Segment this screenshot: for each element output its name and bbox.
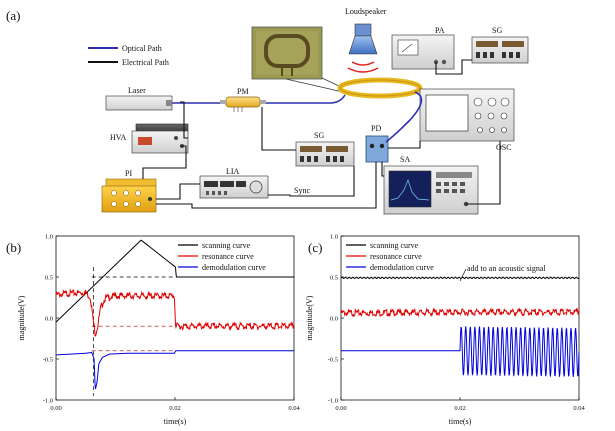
lock-in-amplifier: LIA	[199, 167, 269, 199]
acoustic-annotation: add to an acoustic signal	[467, 264, 546, 273]
ytick-label: 0.0	[45, 316, 53, 323]
series-line-demodulation-curve	[55, 350, 294, 390]
loudspeaker-label: Loudspeaker	[345, 7, 387, 16]
legend-c-resonance: resonance curve	[370, 252, 422, 261]
chart-c-series	[340, 276, 580, 378]
sync-label: Sync	[294, 186, 310, 195]
optical-path-label: Optical Path	[122, 44, 162, 53]
chart-b-xlabel: time(s)	[164, 417, 187, 426]
pi-lia-wire	[156, 183, 200, 200]
sg-mid-label: SG	[314, 131, 324, 140]
ytick-label: 0.5	[45, 275, 53, 282]
chart-b-reference-lines	[91, 267, 175, 396]
loudspeaker: Loudspeaker	[345, 7, 387, 73]
setup-diagram: (a) Optical Path Electrical Path Loudspe…	[6, 7, 529, 215]
pm-to-coil-fiber	[266, 94, 346, 104]
pd-sa-wire	[381, 162, 384, 177]
osc-label: OSC	[496, 143, 512, 152]
pd-osc-wire	[388, 141, 421, 149]
chart-b: (b) 1.0 0.5 0.0 -0.5 -1.00.00 0.02 0.04 scanni…	[6, 234, 300, 427]
xtick-label: 0.02	[454, 405, 465, 412]
ytick-label: 1.0	[330, 234, 338, 241]
power-amplifier: PA	[391, 26, 455, 70]
electrical-paths	[142, 59, 501, 209]
sg-top-label: SG	[492, 26, 502, 35]
chart-c-xlabel: time(s)	[449, 417, 472, 426]
panel-label-c: (c)	[308, 240, 322, 255]
series-line-resonance-curve	[55, 288, 295, 337]
series-line-scanning-curve	[340, 276, 580, 280]
signal-generator-mid: SG	[295, 131, 355, 167]
series-line-resonance-curve	[340, 307, 580, 318]
sg-lia-sync-wire	[268, 166, 355, 197]
annotation-arrow	[459, 268, 467, 282]
ytick-label: 0.5	[330, 275, 338, 282]
legend-b-resonance: resonance curve	[202, 252, 254, 261]
lia-label: LIA	[226, 167, 240, 176]
panel-label-a: (a)	[6, 8, 20, 23]
laser-label: Laser	[128, 86, 146, 95]
signal-generator-top: SG	[471, 26, 529, 64]
path-legend: Optical Path Electrical Path	[88, 44, 169, 67]
xtick-label: 0.00	[335, 405, 346, 412]
laser-hva-wire	[180, 101, 188, 139]
pa-sg-wire	[435, 59, 472, 75]
chart-b-ylabel: magnitude(V)	[17, 295, 26, 340]
coil-to-pd-fiber	[385, 91, 423, 143]
ytick-label: -1.0	[328, 398, 338, 405]
chart-c-legend: scanning curve resonance curve demodulat…	[346, 241, 434, 272]
legend-b-demod: demodulation curve	[202, 263, 266, 272]
fiber-coil	[337, 77, 423, 99]
ytick-label: -1.0	[43, 398, 53, 405]
chart-c: (c) 1.0 0.5 0.0 -0.5 -1.00.00 0.02 0.04 scanni…	[305, 234, 585, 427]
resonator-micrograph	[251, 26, 344, 93]
pm-label: PM	[237, 87, 249, 96]
pm-sg-wire	[261, 107, 296, 151]
xtick-label: 0.02	[169, 405, 180, 412]
laser: Laser	[105, 86, 173, 111]
phase-modulator: PM	[220, 87, 266, 112]
hva-pi-wire	[142, 145, 187, 179]
xtick-label: 0.04	[573, 405, 585, 412]
series-line-scanning-curve	[55, 239, 294, 323]
legend-c-scanning: scanning curve	[370, 241, 419, 250]
sa-label: SA	[400, 155, 410, 164]
legend-b-scanning: scanning curve	[202, 241, 251, 250]
series-line-demodulation-curve	[341, 326, 580, 378]
pd-lia-wire	[156, 162, 377, 209]
hv-amplifier: HVA	[110, 123, 189, 154]
ytick-label: 1.0	[45, 234, 53, 241]
hva-label: HVA	[110, 133, 127, 142]
photodetector: PD	[365, 124, 389, 163]
pi-label: PI	[125, 169, 132, 178]
chart-b-legend: scanning curve resonance curve demodulat…	[178, 241, 266, 272]
sa-osc-wire	[466, 141, 501, 205]
xtick-label: 0.00	[50, 405, 61, 412]
pd-label: PD	[371, 124, 381, 133]
ytick-label: 0.0	[330, 316, 338, 323]
chart-b-series	[55, 239, 295, 390]
chart-c-ylabel: magnitude(V)	[305, 295, 314, 340]
ytick-label: -0.5	[43, 357, 53, 364]
legend-c-demod: demodulation curve	[370, 263, 434, 272]
spectrum-analyzer: SA	[383, 155, 479, 215]
pi-controller: PI	[101, 169, 157, 213]
chart-b-ticks: 1.0 0.5 0.0 -0.5 -1.00.00 0.02 0.04	[43, 234, 301, 413]
oscilloscope: OSC	[419, 88, 515, 152]
pa-label: PA	[435, 26, 445, 35]
panel-label-b: (b)	[6, 240, 21, 255]
optical-paths	[172, 91, 423, 143]
electrical-path-label: Electrical Path	[122, 58, 169, 67]
ytick-label: -0.5	[328, 357, 338, 364]
xtick-label: 0.04	[288, 405, 300, 412]
chart-c-ticks: 1.0 0.5 0.0 -0.5 -1.00.00 0.02 0.04	[328, 234, 586, 413]
